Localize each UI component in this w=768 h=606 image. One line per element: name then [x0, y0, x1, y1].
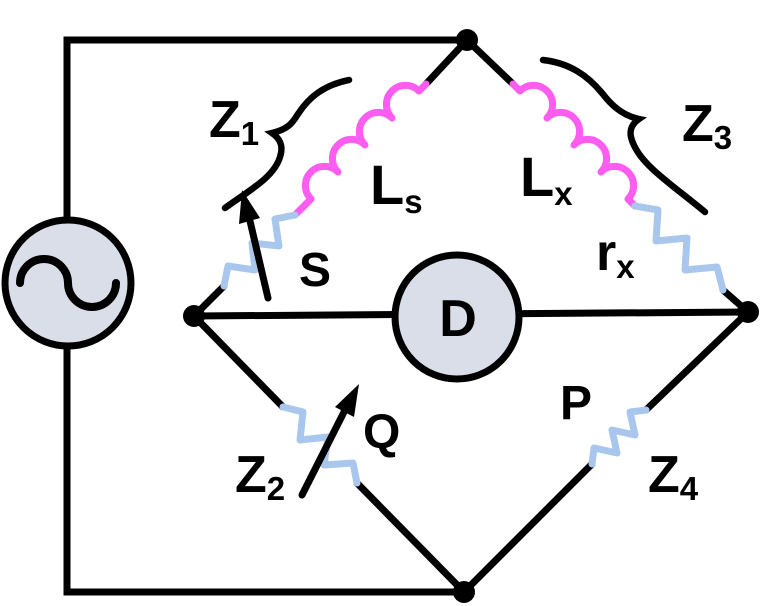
- label-z2: Z2: [235, 446, 285, 507]
- detector-circle: [391, 251, 523, 383]
- node-right-icon: [737, 301, 759, 323]
- node-top-icon: [456, 29, 478, 51]
- label-detector: D: [439, 290, 477, 348]
- inductors: [291, 80, 639, 219]
- arm-z2-wire-lower: [353, 479, 468, 596]
- labels: Z1 Ls S Lx Z3 rx Q Z2 P Z4: [209, 91, 732, 507]
- label-ls: Ls: [370, 153, 423, 220]
- junction-nodes: [183, 29, 759, 603]
- label-z2-sub: 2: [267, 470, 285, 507]
- arm-z4-wire-lower: [460, 460, 596, 596]
- inductor-lx-coil-icon: [509, 80, 639, 210]
- z3-brace-icon: [539, 56, 709, 216]
- label-z4: Z4: [648, 446, 699, 507]
- label-p: P: [560, 377, 592, 430]
- label-z2-main: Z: [235, 446, 267, 504]
- label-rx-main: r: [596, 224, 616, 282]
- label-q: Q: [363, 406, 400, 459]
- arrow-s-shaft: [246, 217, 272, 302]
- arm-z4-wire-upper: [642, 308, 752, 414]
- resistor-rx-zigzag-icon: [631, 202, 727, 294]
- label-ls-sub: s: [404, 183, 422, 220]
- label-rx: rx: [596, 224, 635, 285]
- inductor-ls-coil-icon: [291, 80, 430, 219]
- arrow-s-head: [239, 190, 260, 224]
- resistor-q-zigzag-icon: [279, 403, 361, 487]
- z1-brace-icon: [221, 76, 353, 212]
- label-z1-sub: 1: [241, 115, 259, 152]
- node-bottom-icon: [453, 581, 475, 603]
- label-lx-sub: x: [554, 175, 573, 212]
- label-z1-main: Z: [209, 91, 241, 149]
- label-z3: Z3: [682, 95, 732, 156]
- label-lx: Lx: [520, 145, 573, 212]
- label-z4-sub: 4: [680, 470, 699, 507]
- label-z3-sub: 3: [714, 119, 732, 156]
- variable-arrows: [239, 190, 359, 499]
- detector-symbol: D: [391, 251, 523, 383]
- label-z3-main: Z: [682, 95, 714, 153]
- label-ls-main: L: [370, 153, 404, 216]
- variable-arrow-q-icon: [298, 384, 359, 499]
- resistor-p-zigzag-icon: [588, 406, 650, 468]
- label-rx-sub: x: [616, 248, 635, 285]
- node-left-icon: [183, 305, 205, 327]
- arrow-q-head: [335, 384, 359, 417]
- ac-source-symbol: [1, 216, 135, 350]
- sine-wave-icon: [16, 255, 120, 311]
- arm-z2-wire-upper: [190, 312, 287, 411]
- label-z4-main: Z: [648, 446, 680, 504]
- label-z1: Z1: [209, 91, 259, 152]
- label-s: S: [299, 244, 331, 297]
- label-lx-main: L: [520, 145, 554, 208]
- arrow-q-shaft: [298, 408, 348, 499]
- variable-arrow-s-icon: [239, 190, 272, 302]
- braces: [221, 56, 709, 216]
